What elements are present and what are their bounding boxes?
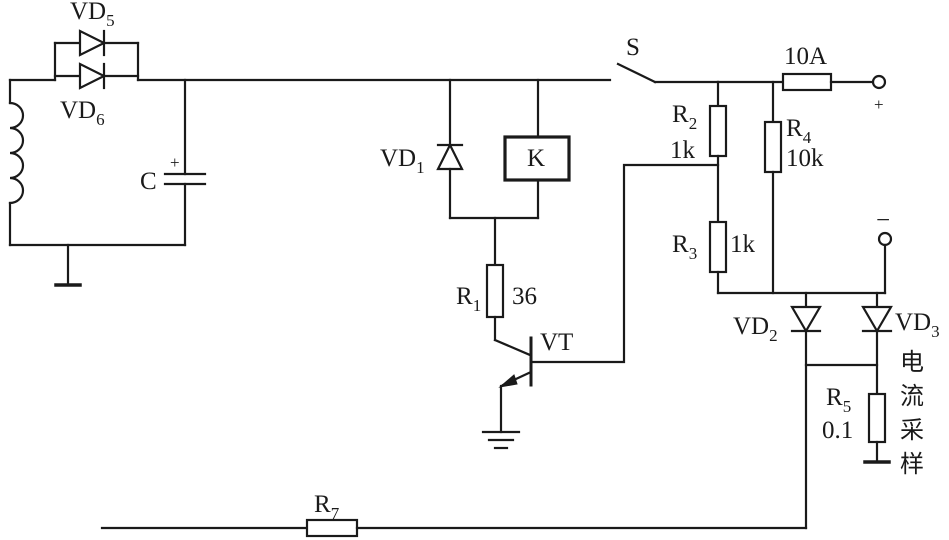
terminal-minus <box>877 231 893 247</box>
resistor-r1 <box>485 263 505 319</box>
label-r5: R5 <box>826 384 851 416</box>
label-r1-value: 36 <box>512 283 537 310</box>
fuse-10a <box>781 72 833 92</box>
label-r3: R3 <box>672 231 697 263</box>
diode-vd1 <box>436 142 464 171</box>
switch-s <box>616 62 720 84</box>
label-r4-value: 10k <box>786 145 824 172</box>
wire-base-feedback <box>529 163 720 364</box>
label-vd5: VD5 <box>70 0 115 30</box>
label-k: K <box>527 145 545 172</box>
label-vd6: VD6 <box>60 97 105 129</box>
diode-vd5 <box>78 29 107 57</box>
transistor-vt <box>493 336 533 434</box>
label-vd3: VD3 <box>895 309 940 341</box>
label-c: C <box>140 168 157 195</box>
capacitor-c <box>163 78 207 247</box>
label-plus-terminal: + <box>874 95 884 114</box>
label-r2-value: 1k <box>670 137 696 164</box>
terminal-plus <box>871 74 887 90</box>
inductor-coil <box>8 78 25 247</box>
ground-left <box>54 243 82 287</box>
label-r3-value: 1k <box>730 231 756 258</box>
resistor-r2 <box>708 104 728 158</box>
resistor-r3 <box>708 220 728 274</box>
label-r2: R2 <box>672 101 697 133</box>
resistor-r5 <box>867 392 887 444</box>
label-current-sampling-2: 流 <box>900 382 924 410</box>
label-s: S <box>626 34 640 61</box>
diode-vd2 <box>790 305 822 334</box>
label-fuse: 10A <box>784 43 827 70</box>
diode-pair-vd5-vd6 <box>53 29 140 90</box>
label-current-sampling-1: 电 <box>900 348 924 376</box>
label-r1: R1 <box>456 283 481 315</box>
label-c-plus: + <box>170 153 180 172</box>
label-vd1: VD1 <box>380 145 425 177</box>
relay-coil-k <box>503 135 571 182</box>
ground-vt <box>481 430 521 450</box>
label-r7: R7 <box>314 491 340 523</box>
label-r4: R4 <box>786 115 812 147</box>
label-r5-value: 0.1 <box>822 417 853 444</box>
diode-vd6 <box>78 62 107 90</box>
resistor-r4 <box>763 120 783 174</box>
label-vt: VT <box>540 329 573 356</box>
label-minus-terminal: − <box>876 207 890 234</box>
label-current-sampling-4: 样 <box>900 450 924 478</box>
diode-vd3 <box>861 305 893 334</box>
label-current-sampling-3: 采 <box>900 416 924 444</box>
label-vd2: VD2 <box>733 313 778 345</box>
